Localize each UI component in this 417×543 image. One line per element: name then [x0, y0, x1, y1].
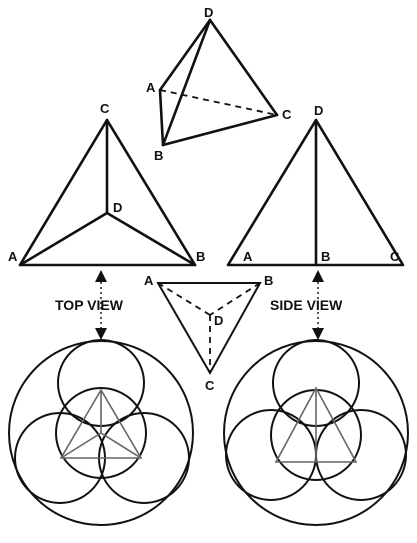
top-view-label-b: B	[196, 249, 205, 264]
bottom-view-label-d: D	[214, 313, 223, 328]
side-view-label-d: D	[314, 103, 323, 118]
perspective-label-d: D	[204, 5, 213, 20]
top-view-label-d: D	[113, 200, 122, 215]
top-view-caption: TOP VIEW	[55, 297, 124, 313]
side-view-label-b: B	[321, 249, 330, 264]
sphere-lower-right-b	[315, 409, 407, 501]
bottom-view-label-b: B	[264, 273, 273, 288]
perspective-label-b: B	[154, 148, 163, 163]
top-view-projection: C D A B	[8, 101, 205, 267]
side-view-label-a: A	[243, 249, 253, 264]
bottom-view-label-a: A	[144, 273, 154, 288]
side-view-label-c: C	[390, 249, 400, 264]
top-view-arrow	[95, 270, 107, 340]
top-view-sphere-packing	[8, 339, 194, 526]
side-view-arrow	[312, 270, 324, 340]
perspective-label-a: A	[146, 80, 156, 95]
bottom-view-label-c: C	[205, 378, 215, 393]
perspective-tetrahedron: D A B C	[146, 5, 292, 163]
sphere-center-left	[55, 387, 147, 479]
perspective-label-c: C	[282, 107, 292, 122]
top-view-label-a: A	[8, 249, 18, 264]
top-view-label-c: C	[100, 101, 110, 116]
side-view-caption: SIDE VIEW	[270, 297, 343, 313]
side-view-projection: D A B C	[226, 103, 405, 267]
bottom-view-projection: A B D C	[144, 273, 273, 393]
side-view-sphere-packing	[223, 339, 409, 526]
sphere-lower-right-a	[225, 409, 317, 501]
